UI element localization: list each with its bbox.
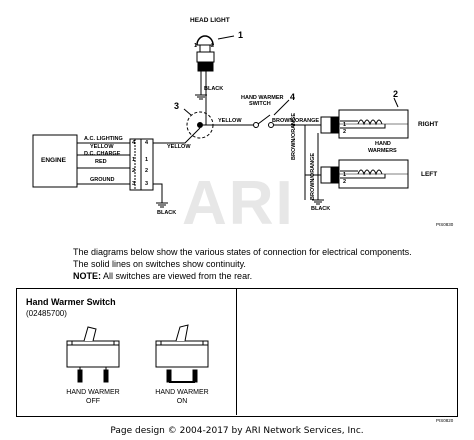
hl-pin-2: 2 xyxy=(211,43,215,49)
code-bottom: PIS0820 xyxy=(436,418,454,423)
black-wire-label-bottom: BLACK xyxy=(157,210,177,216)
switch-off-icon xyxy=(66,326,120,383)
brown-orange-label-h: BROWN/ORANGE xyxy=(272,118,320,124)
wire-label-ground: GROUND xyxy=(90,177,115,183)
note-text: All switches are viewed from the rear. xyxy=(103,271,253,281)
left-warmer-label: LEFT xyxy=(421,171,438,178)
conn-right-pin-3: 3 xyxy=(145,181,149,187)
code-top: PIS0830 xyxy=(436,222,454,227)
hand-warmer-switch-contact-a xyxy=(253,122,259,128)
switch-off-label-line2: OFF xyxy=(86,398,100,405)
note-line-1: The diagrams below show the various stat… xyxy=(73,247,412,257)
switch-on-label: HAND WARMER ON xyxy=(142,388,222,406)
yellow-wire-label-mid: YELLOW xyxy=(218,118,242,124)
switch-off-label-line1: HAND WARMER xyxy=(66,389,120,396)
right-warmer-pin-1: 1 xyxy=(343,122,347,128)
ground-icon-top xyxy=(195,90,207,100)
conn-right-pin-2: 2 xyxy=(145,168,149,174)
callout-3-leader xyxy=(183,108,192,116)
head-light-bulb-icon xyxy=(196,35,214,52)
panel-divider xyxy=(236,288,237,415)
yellow-wire-label-lower: YELLOW xyxy=(167,144,191,150)
switch-states-panel xyxy=(16,288,458,417)
engine-block xyxy=(32,134,78,188)
conn-left-pin-1: 1 xyxy=(132,157,136,163)
switch-on-label-line2: ON xyxy=(176,398,188,405)
head-light-label: HEAD LIGHT xyxy=(190,17,230,24)
hand-warmer-switch-label-1: HAND WARMER xyxy=(241,95,284,101)
note-line-2: The solid lines on switches show continu… xyxy=(73,259,246,269)
left-warmer-pin-2: 2 xyxy=(343,179,347,185)
hand-warmers-label-2: WARMERS xyxy=(368,148,397,154)
ground-icon-bottom xyxy=(156,202,168,208)
right-warmer-label: RIGHT xyxy=(418,121,439,128)
hand-warmers-label-1: HAND xyxy=(375,141,391,147)
black-wire-label-top: BLACK xyxy=(204,86,224,92)
switch-on-icon xyxy=(155,324,209,383)
conn-right-pin-1: 1 xyxy=(145,157,149,163)
ground-icon-right xyxy=(312,199,324,205)
right-warmer-coil-icon xyxy=(357,119,383,126)
callout-4-leader xyxy=(273,99,290,116)
ari-watermark: ARI xyxy=(182,169,295,238)
hl-pin-1: 1 xyxy=(194,43,198,49)
page-footer: Page design © 2004-2017 by ARI Network S… xyxy=(110,426,364,436)
callout-1-leader xyxy=(217,35,235,40)
black-wire-label-right: BLACK xyxy=(311,206,331,212)
callout-4: 4 xyxy=(290,92,296,102)
connector-right-housing xyxy=(140,138,154,191)
wire-label-dc-charge: D.C. CHARGE xyxy=(84,151,121,157)
conn-right-pin-4: 4 xyxy=(145,140,149,146)
panel-part-number: (02485700) xyxy=(26,309,67,318)
note-label: NOTE: xyxy=(73,271,101,281)
splice-dot xyxy=(197,122,203,128)
switch-off-label: HAND WARMER OFF xyxy=(53,388,133,406)
wiring-diagram xyxy=(32,35,409,208)
left-warmer-coil-icon xyxy=(357,169,383,176)
callout-1: 1 xyxy=(238,30,244,40)
panel-title: Hand Warmer Switch xyxy=(26,297,116,307)
conn-left-pin-4: 4 xyxy=(132,140,136,146)
wire-label-ac-lighting: A.C. LIGHTING xyxy=(84,136,123,142)
hand-warmer-switch-label-2: SWITCH xyxy=(249,101,271,107)
callout-2: 2 xyxy=(393,89,399,99)
callout-2-leader xyxy=(393,97,399,108)
note-line-3: NOTE: All switches are viewed from the r… xyxy=(73,271,252,281)
conn-left-pin-2: 2 xyxy=(132,168,136,174)
engine-label: ENGINE xyxy=(41,157,66,164)
switch-on-label-line1: HAND WARMER xyxy=(155,389,209,396)
wire-label-red: RED xyxy=(95,159,107,165)
callout-3: 3 xyxy=(174,101,180,111)
wire-label-yellow-left: YELLOW xyxy=(90,144,114,150)
hand-warmer-switch-blade xyxy=(257,114,271,125)
right-warmer-pin-2: 2 xyxy=(343,129,347,135)
left-warmer-pin-1: 1 xyxy=(343,172,347,178)
conn-left-pin-3: 3 xyxy=(132,181,136,187)
